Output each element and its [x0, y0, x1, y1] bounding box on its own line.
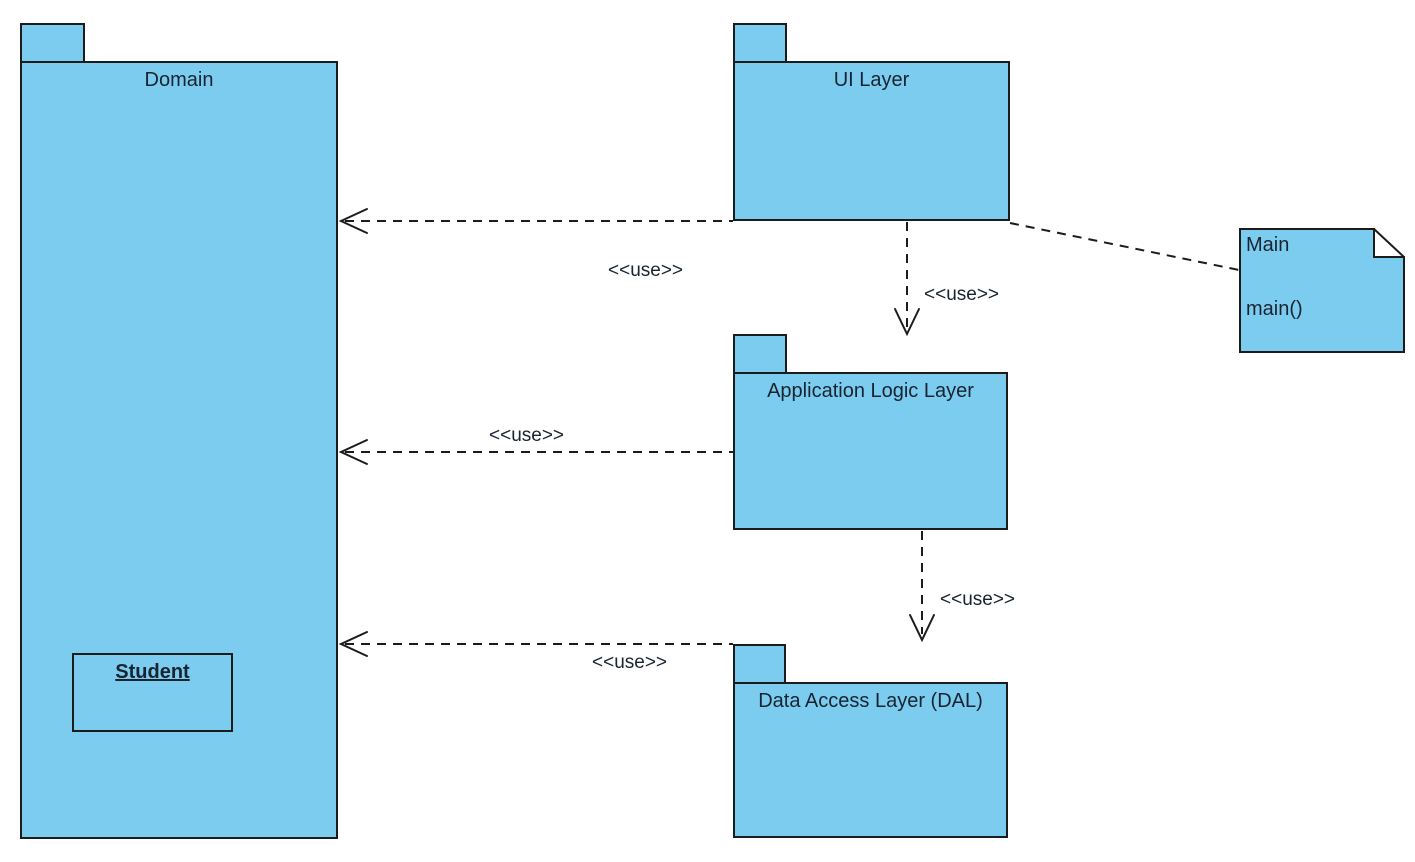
package-body: UI Layer [733, 61, 1010, 221]
class-student[interactable]: Student [72, 653, 233, 732]
package-tab [733, 23, 787, 63]
note-fold-icon [1373, 228, 1405, 258]
package-title: Data Access Layer (DAL) [758, 690, 983, 712]
note-anchor-ui-layer-to-main[interactable] [1009, 222, 1240, 271]
dependency-ui-layer-to-application-logic-layer[interactable] [894, 222, 920, 337]
package-ui-layer[interactable]: UI Layer [733, 23, 1010, 221]
open-arrowhead-icon [894, 308, 920, 337]
open-arrowhead-icon [338, 439, 368, 465]
package-title: Application Logic Layer [767, 380, 974, 402]
use-stereotype-label[interactable]: <<use>> [592, 652, 668, 673]
use-stereotype-label[interactable]: <<use>> [940, 589, 1016, 610]
dependency-ui-layer-to-domain[interactable] [338, 208, 733, 234]
dependency-application-logic-layer-to-dal[interactable] [909, 531, 935, 643]
package-tab [733, 644, 786, 684]
open-arrowhead-icon [338, 208, 368, 234]
package-data-access-layer[interactable]: Data Access Layer (DAL) [733, 644, 1008, 838]
package-tab [20, 23, 85, 63]
package-title: UI Layer [833, 69, 910, 91]
dashed-line [1009, 222, 1240, 271]
dependency-dal-to-domain[interactable] [338, 631, 733, 657]
note-title: Main [1246, 234, 1290, 256]
use-stereotype-label[interactable]: <<use>> [489, 425, 565, 446]
use-stereotype-label[interactable]: <<use>> [608, 260, 684, 281]
open-arrowhead-icon [338, 631, 368, 657]
open-arrowhead-icon [909, 614, 935, 643]
dependency-application-logic-layer-to-domain[interactable] [338, 439, 733, 465]
package-title: Domain [144, 69, 214, 91]
package-body: Data Access Layer (DAL) [733, 682, 1008, 838]
class-title: Student [115, 661, 190, 683]
package-application-logic-layer[interactable]: Application Logic Layer [733, 334, 1008, 530]
note-main-shape[interactable] [1239, 228, 1405, 353]
package-body: Application Logic Layer [733, 372, 1008, 530]
note-body-text: main() [1246, 298, 1303, 320]
use-stereotype-label[interactable]: <<use>> [924, 284, 1000, 305]
package-tab [733, 334, 787, 374]
